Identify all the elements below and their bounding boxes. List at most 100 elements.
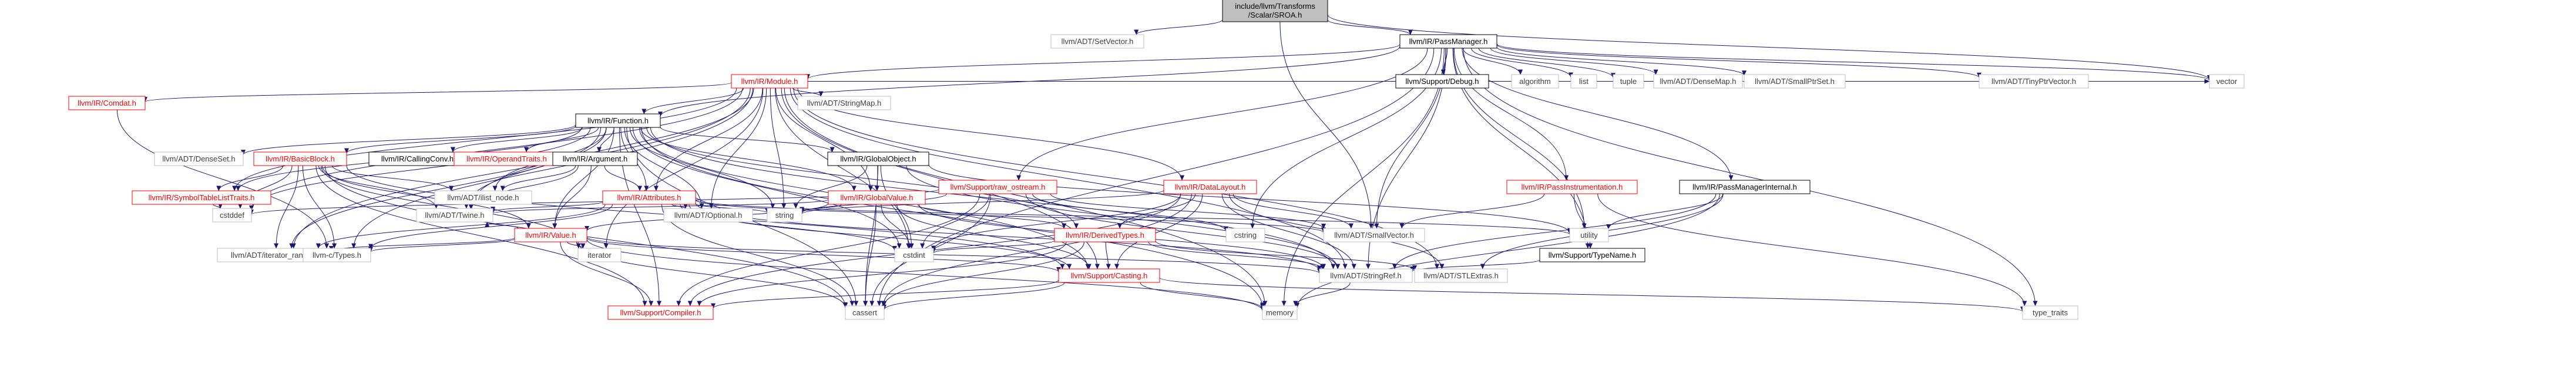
node-module[interactable]: llvm/IR/Module.h	[731, 74, 808, 89]
node-densemap: llvm/ADT/DenseMap.h	[1653, 74, 1743, 89]
node-rawostream[interactable]: llvm/Support/raw_ostream.h	[938, 180, 1057, 194]
node-box-symboltable	[132, 190, 271, 205]
node-optional: llvm/ADT/Optional.h	[663, 208, 753, 223]
edge-datalayout-to-cstdint	[931, 193, 1181, 251]
edge-datalayout-to-casting	[1114, 193, 1203, 269]
node-label-iteratorrange: llvm/ADT/iterator_range.h	[231, 251, 318, 260]
node-label-casting: llvm/Support/Casting.h	[1071, 271, 1148, 280]
node-label-tinyptrvector: llvm/ADT/TinyPtrVector.h	[1991, 77, 2076, 86]
node-cstddef: cstddef	[212, 208, 252, 223]
node-callingconv[interactable]: llvm/IR/CallingConv.h	[368, 151, 466, 166]
node-basicblock[interactable]: llvm/IR/BasicBlock.h	[253, 151, 347, 166]
edge-passinstrumentation-to-typetraits	[1597, 193, 2027, 306]
node-attributes[interactable]: llvm/IR/Attributes.h	[602, 190, 696, 205]
node-label-passinstrumentation: llvm/IR/PassInstrumentation.h	[1522, 183, 1623, 191]
node-box-typename	[1539, 248, 1645, 262]
node-denseset: llvm/ADT/DenseSet.h	[154, 151, 244, 166]
edge-basicblock-to-value	[322, 165, 531, 229]
node-box-passmanagerinternal	[1679, 180, 1811, 194]
node-passmanager[interactable]: llvm/IR/PassManager.h	[1399, 34, 1497, 49]
node-label-root-line1: /Scalar/SROA.h	[1248, 11, 1302, 19]
node-passmanagerinternal[interactable]: llvm/IR/PassManagerInternal.h	[1679, 180, 1811, 194]
node-box-twine	[416, 208, 493, 223]
node-box-globalvalue	[828, 190, 926, 205]
edge-function-to-denseset	[241, 124, 576, 156]
node-function[interactable]: llvm/IR/Function.h	[575, 113, 661, 128]
edge-function-to-globalobject	[660, 126, 835, 153]
edge-basicblock-to-ctypes	[302, 165, 337, 249]
node-label-passmanager: llvm/IR/PassManager.h	[1409, 37, 1488, 46]
node-operandtraits[interactable]: llvm/IR/OperandTraits.h	[454, 151, 560, 166]
node-datalayout[interactable]: llvm/IR/DataLayout.h	[1163, 180, 1257, 194]
node-label-list: list	[1579, 77, 1588, 86]
node-box-utility	[1569, 228, 1609, 242]
edge-datalayout-to-stringref	[1221, 193, 1356, 269]
node-cassert: cassert	[845, 305, 885, 320]
node-globalobject[interactable]: llvm/IR/GlobalObject.h	[827, 151, 929, 166]
node-label-globalvalue: llvm/IR/GlobalValue.h	[840, 193, 913, 202]
node-box-smallvector	[1323, 228, 1425, 242]
edge-basicblock-to-symboltable	[216, 165, 284, 191]
edge-function-to-memory	[641, 127, 1265, 308]
node-box-compiler	[607, 305, 714, 320]
edge-module-to-function	[642, 87, 744, 114]
edge-module-to-iterator	[603, 87, 764, 249]
node-label-memory: memory	[1266, 308, 1294, 317]
node-label-attributes: llvm/IR/Attributes.h	[617, 193, 681, 202]
edge-casting-to-cassert	[882, 282, 1065, 310]
node-casting[interactable]: llvm/Support/Casting.h	[1058, 268, 1160, 283]
node-globalvalue[interactable]: llvm/IR/GlobalValue.h	[828, 190, 926, 205]
node-label-algorithm: algorithm	[1519, 77, 1550, 86]
edge-module-to-cstdint	[775, 87, 911, 249]
node-label-optional: llvm/ADT/Optional.h	[674, 211, 743, 220]
node-string: string	[767, 208, 802, 223]
node-box-cassert	[845, 305, 885, 320]
node-smallvector: llvm/ADT/SmallVector.h	[1323, 228, 1425, 242]
node-label-value: llvm/IR/Value.h	[525, 231, 576, 240]
edge-globalvalue-to-cassert	[863, 204, 876, 306]
node-passinstrumentation[interactable]: llvm/IR/PassInstrumentation.h	[1506, 180, 1638, 194]
node-comdat[interactable]: llvm/IR/Comdat.h	[68, 96, 146, 110]
edge-value-to-twine	[485, 221, 519, 229]
edge-casting-to-memory	[1140, 282, 1265, 309]
node-label-module: llvm/IR/Module.h	[741, 77, 798, 86]
edge-derivedtypes-to-stringref	[1148, 241, 1325, 269]
node-label-setvector: llvm/ADT/SetVector.h	[1062, 37, 1134, 46]
node-cstring: cstring	[1225, 228, 1265, 242]
edge-passmanager-to-densemap	[1490, 48, 1658, 75]
edge-function-to-string	[629, 127, 775, 209]
edge-function-to-optional	[624, 127, 704, 209]
node-label-symboltable: llvm/IR/SymbolTableListTraits.h	[149, 193, 255, 202]
node-value[interactable]: llvm/IR/Value.h	[514, 228, 587, 242]
edge-derivedtypes-to-stlextras	[1155, 240, 1417, 271]
edge-passmanager-to-cassert	[876, 48, 1435, 306]
node-debug[interactable]: llvm/Support/Debug.h	[1395, 74, 1489, 89]
node-symboltable[interactable]: llvm/IR/SymbolTableListTraits.h	[132, 190, 271, 205]
edge-passmanagerinternal-to-stringref	[1392, 193, 1717, 269]
node-compiler[interactable]: llvm/Support/Compiler.h	[607, 305, 714, 320]
node-label-cstring: cstring	[1234, 231, 1257, 240]
edge-root-to-passmanager	[1327, 19, 1413, 35]
edge-module-to-optional	[708, 87, 767, 209]
node-stringref: llvm/ADT/StringRef.h	[1319, 268, 1413, 283]
edge-passmanagerinternal-to-utility	[1606, 193, 1724, 230]
edge-rawostream-to-smallvector	[1050, 193, 1326, 229]
node-typetraits: type_traits	[2022, 305, 2078, 320]
nodes-layer: include/llvm/Transforms/Scalar/SROA.h llv…	[68, 0, 2245, 320]
node-derivedtypes[interactable]: llvm/IR/DerivedTypes.h	[1054, 228, 1156, 242]
node-label-datalayout: llvm/IR/DataLayout.h	[1175, 183, 1246, 191]
node-argument[interactable]: llvm/IR/Argument.h	[552, 151, 638, 166]
edge-function-to-callingconv	[450, 127, 583, 153]
node-box-string	[767, 208, 802, 223]
edge-rawostream-to-compiler	[676, 193, 980, 306]
edge-function-to-value	[552, 127, 614, 229]
edge-value-to-ctypes	[368, 238, 515, 252]
node-typename[interactable]: llvm/Support/TypeName.h	[1539, 248, 1645, 262]
node-box-typetraits	[2022, 305, 2078, 320]
edge-globalvalue-to-twine	[491, 199, 829, 214]
node-box-passmanager	[1399, 34, 1497, 49]
node-box-cstring	[1225, 228, 1265, 242]
node-label-cstddef: cstddef	[220, 211, 244, 220]
node-root[interactable]: include/llvm/Transforms/Scalar/SROA.h	[1222, 0, 1328, 22]
